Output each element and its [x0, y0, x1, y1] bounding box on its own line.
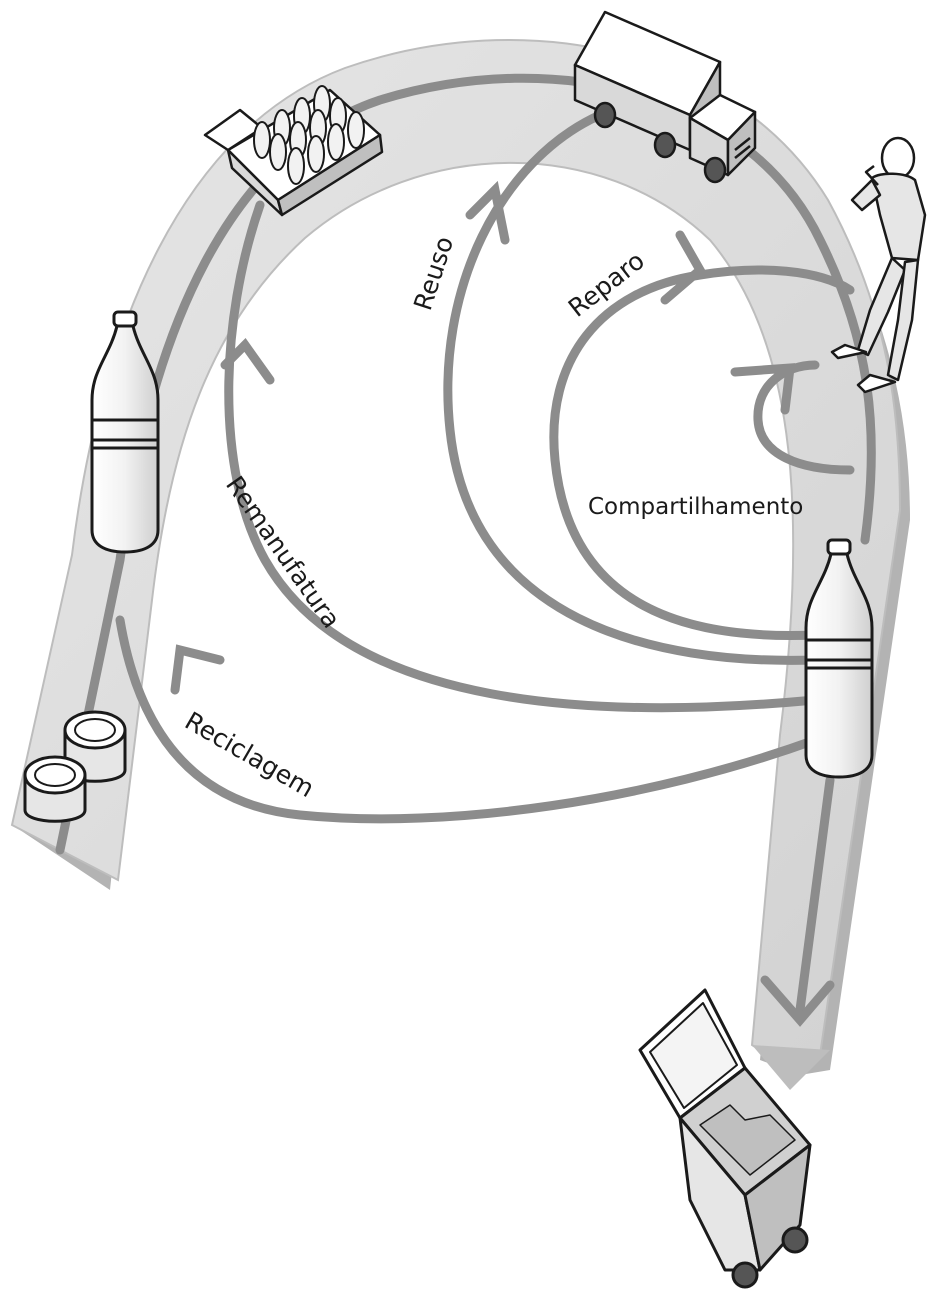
recycling-loop [120, 620, 815, 819]
label-reuse: Reuso [408, 233, 459, 314]
label-recycling: Reciclagem [180, 706, 319, 803]
loop-labels: Reuso Reparo Compartilhamento Remanufatu… [180, 233, 803, 803]
product-flow-track [12, 40, 910, 1090]
label-remanufacture: Remanufatura [220, 471, 346, 634]
label-sharing: Compartilhamento [588, 494, 803, 520]
